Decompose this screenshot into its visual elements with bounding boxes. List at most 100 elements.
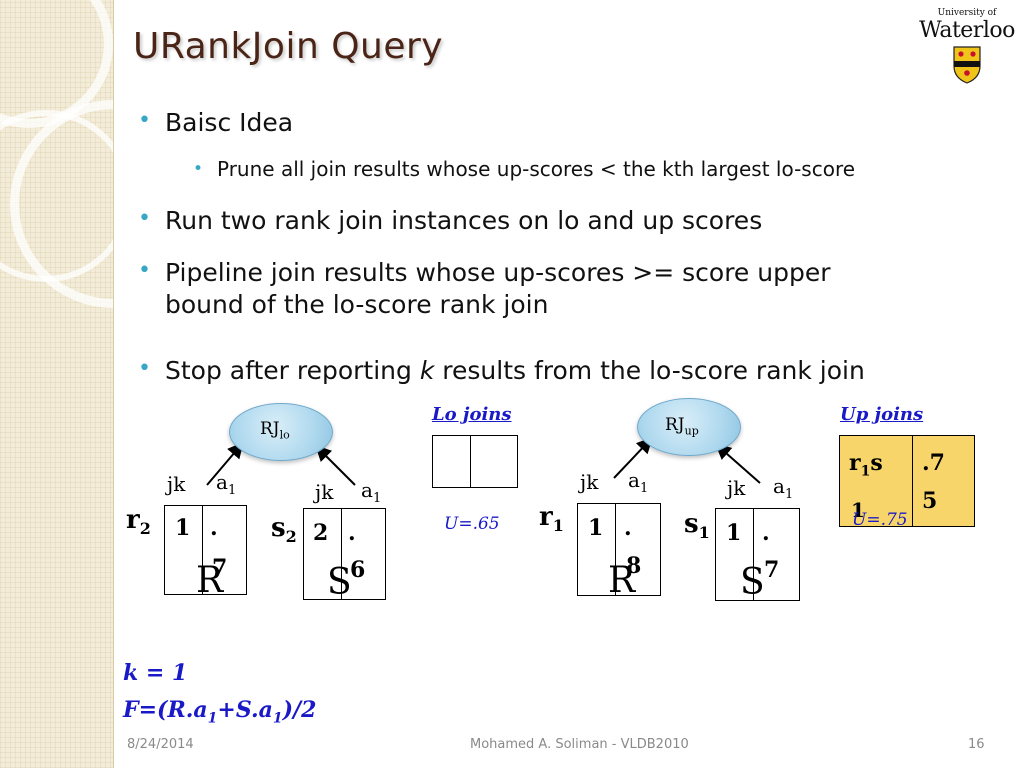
right-s-table xyxy=(715,508,800,601)
right-s-jk-value: 1 xyxy=(726,520,742,546)
rj-up-node xyxy=(637,398,741,456)
right-r-a-value-top: . xyxy=(624,515,632,541)
up-joins-cell-s-wrap: 1 xyxy=(851,498,865,522)
table-divider xyxy=(615,504,616,595)
left-s-a-value-bot: 6 xyxy=(350,557,366,583)
right-r-table xyxy=(577,503,661,596)
formula-sub-2: 1 xyxy=(272,710,283,727)
right-s-a-value-top: . xyxy=(762,520,770,546)
bullet-text-line2: bound of the lo-score rank join xyxy=(165,290,549,319)
left-s-jk-value: 2 xyxy=(313,520,329,546)
right-r-row-sub: 1 xyxy=(552,516,564,536)
up-joins-cell-r: r xyxy=(849,450,861,476)
bullet-icon: • xyxy=(138,206,151,231)
left-s-row-main: s xyxy=(271,513,286,543)
left-s-a-value-top: . xyxy=(348,520,356,546)
footer-author: Mohamed A. Soliman - VLDB2010 xyxy=(470,737,689,752)
formula-part-post: )/2 xyxy=(282,697,317,723)
rj-up-sub: up xyxy=(684,424,699,438)
left-s-table xyxy=(303,508,386,600)
lo-joins-u: U=.65 xyxy=(444,514,500,534)
left-r-jk-header: jk xyxy=(167,472,186,496)
left-s-a-sub: 1 xyxy=(372,491,382,506)
lo-joins-table xyxy=(432,435,518,488)
bullet-icon: • xyxy=(138,108,151,133)
table-divider xyxy=(341,509,342,599)
lo-joins-label: Lo joins xyxy=(432,404,512,425)
logo-large-text: Waterloo xyxy=(919,18,1015,43)
right-r-jk-value: 1 xyxy=(588,515,604,541)
rj-lo-main: RJ xyxy=(260,419,280,439)
left-r-row-label: r2 xyxy=(126,505,151,538)
right-r-a-value-bot: 8 xyxy=(626,553,642,579)
up-joins-score-bot: 5 xyxy=(922,488,938,514)
left-s-row-label: s2 xyxy=(271,513,297,546)
score-formula: F=(R.a1+S.a1)/2 xyxy=(123,697,316,726)
formula-part-pre: F=(R.a xyxy=(123,697,208,723)
left-r-a-sub: 1 xyxy=(227,483,237,498)
rj-lo-label: RJlo xyxy=(260,419,290,441)
right-s-a-sub: 1 xyxy=(784,487,794,502)
university-logo: University of Waterloo xyxy=(912,6,1022,90)
logo-small-text: University of xyxy=(937,8,997,18)
bullet-basic-idea: • Baisc Idea xyxy=(138,107,293,139)
left-r-relation-name: R xyxy=(196,560,224,601)
right-s-a-header: a1 xyxy=(773,474,793,502)
right-s-row-label: s1 xyxy=(684,509,710,542)
left-r-jk-value: 1 xyxy=(175,515,191,541)
bullet-stop: • Stop after reporting k results from th… xyxy=(138,355,865,387)
rj-lo-sub: lo xyxy=(279,428,290,442)
bullet-text: Run two rank join instances on lo and up… xyxy=(165,206,763,235)
k-equals: k = 1 xyxy=(123,660,188,686)
right-r-a-sub: 1 xyxy=(639,481,649,496)
right-r-a-main: a xyxy=(628,468,640,492)
table-divider xyxy=(202,506,203,594)
table-divider xyxy=(912,436,913,526)
bullet-text-line1: Pipeline join results whose up-scores >=… xyxy=(165,258,831,287)
bullet-run-two: • Run two rank join instances on lo and … xyxy=(138,205,763,237)
right-s-row-sub: 1 xyxy=(698,523,710,543)
formula-part-mid: +S.a xyxy=(217,697,273,723)
bullet-text-k: k xyxy=(419,356,435,385)
sub-bullet-prune: • Prune all join results whose up-scores… xyxy=(193,157,856,183)
right-s-jk-header: jk xyxy=(727,476,746,500)
right-r-relation-name: R xyxy=(608,560,636,601)
up-joins-cell-s: s xyxy=(870,450,883,476)
bullet-icon: • xyxy=(138,356,151,381)
right-r-jk-header: jk xyxy=(580,470,599,494)
bullet-text: Prune all join results whose up-scores <… xyxy=(217,157,856,181)
right-r-row-label: r1 xyxy=(539,502,564,535)
up-joins-label: Up joins xyxy=(840,404,924,425)
up-joins-cell-r-sub: 1 xyxy=(860,463,871,480)
left-r-a-header: a1 xyxy=(216,470,236,498)
left-s-row-sub: 2 xyxy=(285,527,297,547)
table-divider xyxy=(470,436,471,487)
left-r-row-sub: 2 xyxy=(139,519,151,539)
rj-lo-node xyxy=(229,403,333,461)
up-joins-score-top: .7 xyxy=(922,450,945,476)
rj-up-main: RJ xyxy=(665,415,685,435)
right-s-a-value-bot: 7 xyxy=(764,557,780,583)
left-r-table xyxy=(164,505,247,595)
rj-up-label: RJup xyxy=(665,415,699,437)
crest-icon xyxy=(953,46,981,84)
up-joins-u: U=.75 xyxy=(852,510,908,530)
table-divider xyxy=(753,509,754,600)
right-r-row-main: r xyxy=(539,502,553,532)
up-joins-table xyxy=(839,435,975,527)
left-s-relation-name: S xyxy=(327,562,352,603)
right-r-a-header: a1 xyxy=(628,468,648,496)
sidebar-decoration xyxy=(0,0,114,768)
left-s-a-header: a1 xyxy=(361,478,381,506)
footer-page-number: 16 xyxy=(968,737,985,752)
right-s-relation-name: S xyxy=(740,562,765,603)
left-r-a-value-top: . xyxy=(210,515,218,541)
bullet-text-pre: Stop after reporting xyxy=(165,356,420,385)
decorative-ring xyxy=(0,110,113,282)
right-s-row-main: s xyxy=(684,509,699,539)
bullet-pipeline: • Pipeline join results whose up-scores … xyxy=(138,257,831,321)
formula-sub-1: 1 xyxy=(207,710,218,727)
up-joins-cell-pair: r1s xyxy=(849,450,883,479)
left-s-a-main: a xyxy=(361,478,373,502)
left-s-jk-header: jk xyxy=(315,480,334,504)
